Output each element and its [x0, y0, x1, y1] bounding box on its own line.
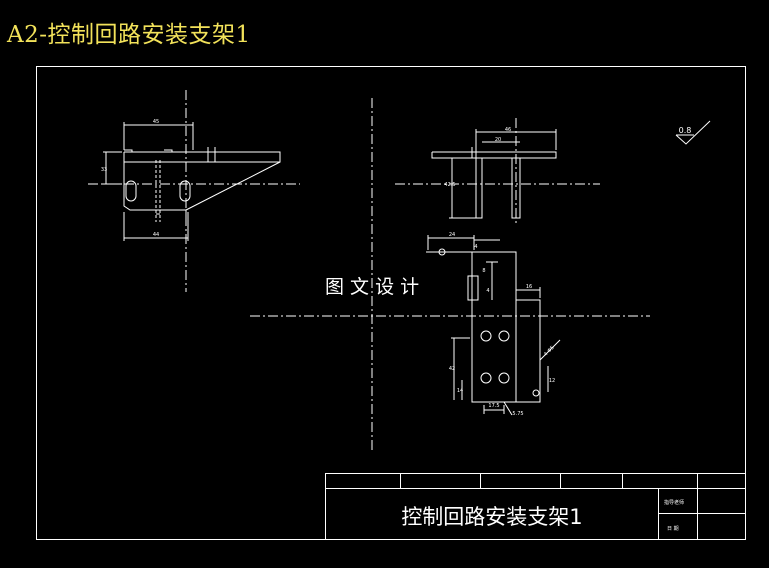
surface-roughness-symbol [675, 120, 711, 145]
side-view [250, 98, 650, 450]
dim-side-top: 46 [505, 127, 511, 133]
dim-detail-small-2: 8 [482, 268, 485, 274]
roughness-value: 0.8 [679, 126, 692, 135]
dim-detail-left-lower: 14 [457, 388, 463, 394]
dim-detail-small-1: 4 [474, 244, 477, 250]
drawing-frame [36, 66, 746, 540]
title-block-name: 控制回路安装支架1 [401, 505, 582, 529]
label-date: 日 期 [667, 526, 679, 532]
dim-detail-left: 42 [449, 366, 455, 372]
label-guide: 指导老师 [664, 499, 684, 506]
dim-front-bottom: 44 [153, 232, 159, 238]
drawing-title: A2-控制回路安装支架1 [7, 22, 251, 48]
dim-detail-right: 16 [526, 284, 532, 290]
dim-detail-top: 24 [449, 232, 455, 238]
dim-front-left: 33 [101, 167, 107, 173]
dim-detail-small-3: 4 [486, 288, 489, 294]
dim-side-mid: 20 [495, 137, 501, 143]
dim-detail-bottom-2: 5.75 [512, 411, 523, 417]
front-view [88, 90, 300, 292]
dim-detail-bottom-1: 17.5 [488, 403, 499, 409]
detail-view [426, 235, 561, 416]
dim-side-left: 42.5 [444, 182, 455, 188]
title-block [325, 473, 746, 540]
watermark-text: 图 文 设 计 [325, 276, 419, 298]
dim-front-top: 45 [153, 119, 159, 125]
dim-detail-right-lower: 12 [549, 378, 555, 384]
